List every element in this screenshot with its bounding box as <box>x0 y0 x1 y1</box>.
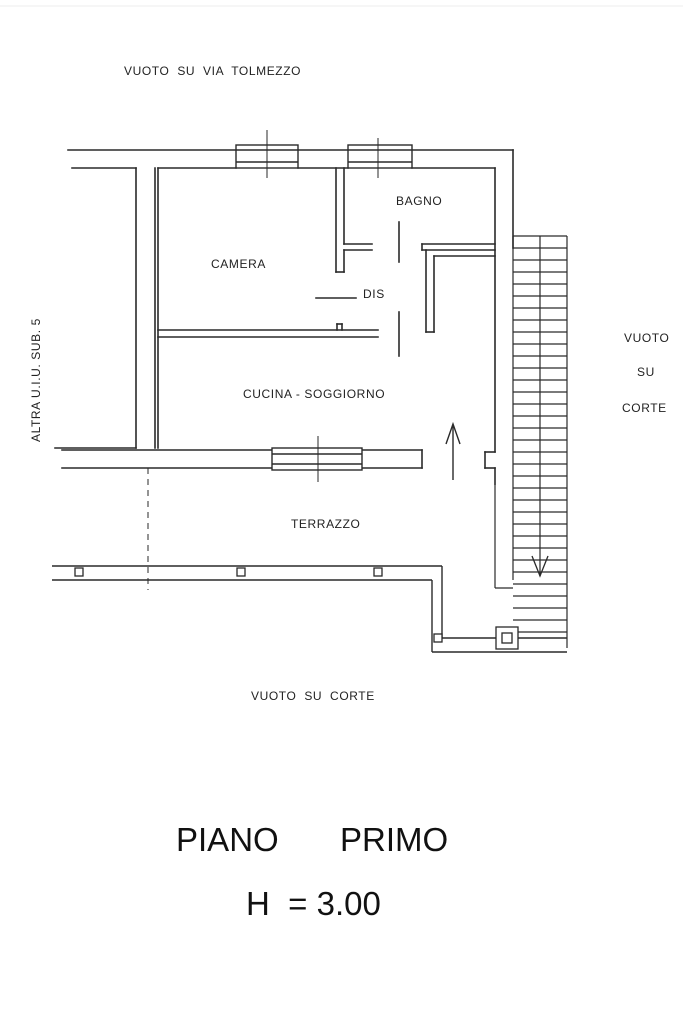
label-bottom: VUOTO SU CORTE <box>251 689 375 703</box>
room-label-terrazzo: TERRAZZO <box>291 517 360 531</box>
title-primo: PRIMO <box>340 821 448 858</box>
entrance-arrow-icon <box>445 421 461 480</box>
label-right-line2: SU <box>637 365 655 379</box>
staircase <box>494 235 568 648</box>
room-label-dis: DIS <box>363 287 385 301</box>
label-right-line1: VUOTO <box>624 331 669 345</box>
title-piano: PIANO <box>176 821 279 858</box>
label-right-line3: CORTE <box>622 401 667 415</box>
title-height: H = 3.00 <box>246 885 381 922</box>
label-top: VUOTO SU VIA TOLMEZZO <box>124 64 301 78</box>
room-label-bagno: BAGNO <box>396 194 442 208</box>
room-label-camera: CAMERA <box>211 257 266 271</box>
terrace-outline <box>52 468 567 653</box>
room-label-cucina: CUCINA - SOGGIORNO <box>243 387 385 401</box>
label-left: ALTRA U.I.U. SUB. 5 <box>29 318 43 442</box>
walls <box>54 149 514 485</box>
railing-posts <box>74 567 519 650</box>
windows <box>235 130 413 482</box>
